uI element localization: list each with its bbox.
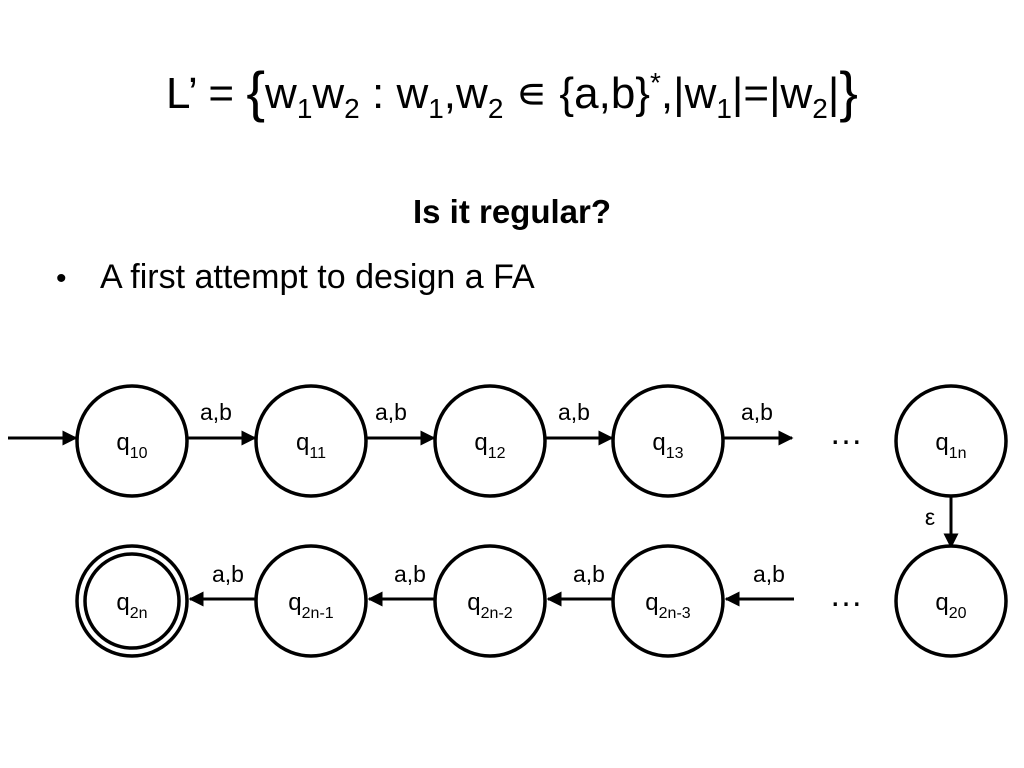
language-definition: L’ = {w1w2 : w1,w2 ∊ {a,b}*,|w1|=|w2|}: [0, 64, 1024, 123]
svg-text:q2n: q2n: [116, 589, 147, 622]
formula-bar: |: [731, 69, 744, 118]
transition-q10-q11: a,b: [188, 399, 257, 446]
formula-kleene-star: *: [649, 67, 661, 98]
svg-text:q11: q11: [296, 429, 326, 462]
formula-comma: ,: [443, 69, 457, 118]
svg-text:q13: q13: [652, 429, 683, 462]
state-q2n-1: q2n-1: [254, 544, 368, 658]
ellipsis-bottom: …: [829, 576, 863, 614]
formula-bar: |: [827, 69, 840, 118]
transition-q1n-q20: ε: [925, 497, 959, 549]
formula-sub: 1: [428, 93, 444, 124]
svg-text:a,b: a,b: [375, 399, 407, 425]
formula-comma: ,: [660, 69, 674, 118]
formula-w2: w: [780, 69, 813, 118]
svg-text:q12: q12: [474, 429, 505, 462]
transition-ellipsis-q2n-3: a,b: [724, 561, 794, 607]
transition-q13-ellipsis: a,b: [724, 399, 794, 446]
svg-text:q1n: q1n: [935, 429, 966, 462]
transition-q2n-2-q2n-1: a,b: [367, 561, 436, 607]
formula-w1: w: [684, 69, 717, 118]
svg-text:a,b: a,b: [394, 561, 426, 587]
state-q20: q20: [894, 544, 1008, 658]
formula-open-brace: {: [246, 60, 266, 123]
svg-text:a,b: a,b: [741, 399, 773, 425]
state-q11: q11: [254, 384, 368, 498]
svg-text:q2n-1: q2n-1: [288, 589, 333, 622]
transition-q11-q12: a,b: [367, 399, 436, 446]
svg-text:a,b: a,b: [558, 399, 590, 425]
formula-close-brace: }: [839, 60, 858, 123]
transition-q2n-1-q2n: a,b: [188, 561, 257, 607]
formula-bar: |: [769, 69, 781, 118]
svg-text:q20: q20: [935, 589, 966, 622]
bullet-text: A first attempt to design a FA: [100, 258, 535, 296]
svg-text:a,b: a,b: [573, 561, 605, 587]
formula-sub: 2: [344, 93, 360, 124]
bullet-icon: •: [56, 262, 67, 295]
formula-w1: w: [396, 69, 429, 118]
formula-lhs: L’ =: [165, 69, 235, 118]
transition-q2n-3-q2n-2: a,b: [546, 561, 614, 607]
svg-text:q10: q10: [116, 429, 147, 462]
formula-w1: w: [265, 69, 297, 118]
slide-subtitle: Is it regular?: [412, 193, 612, 230]
formula-sub: 1: [296, 93, 313, 124]
formula-w2: w: [456, 69, 488, 118]
svg-text:q2n-2: q2n-2: [467, 589, 512, 622]
svg-text:a,b: a,b: [753, 561, 785, 587]
formula-alphabet: {a,b}: [559, 69, 650, 118]
formula-sub: 1: [716, 93, 732, 124]
svg-text:ε: ε: [925, 504, 935, 530]
svg-text:q2n-3: q2n-3: [645, 589, 690, 622]
state-q13: q13: [611, 384, 725, 498]
svg-text:a,b: a,b: [200, 399, 232, 425]
formula-sub: 2: [487, 93, 504, 124]
formula-colon: :: [359, 69, 397, 118]
transition-q12-q13: a,b: [546, 399, 614, 446]
state-q10: q10: [75, 384, 189, 498]
ellipsis-top: …: [829, 414, 863, 452]
formula-equals: =: [743, 69, 770, 118]
formula-bar: |: [673, 69, 685, 118]
bullet-item: • A first attempt to design a FA: [56, 258, 535, 297]
state-q2n-accepting: q2n: [75, 544, 189, 658]
state-q1n: q1n: [894, 384, 1008, 498]
formula-w2: w: [312, 69, 345, 118]
svg-text:a,b: a,b: [212, 561, 244, 587]
state-q2n-2: q2n-2: [433, 544, 547, 658]
state-q12: q12: [433, 384, 547, 498]
state-q2n-3: q2n-3: [611, 544, 725, 658]
formula-element-of: ∊: [503, 69, 560, 118]
formula-sub: 2: [812, 93, 828, 124]
